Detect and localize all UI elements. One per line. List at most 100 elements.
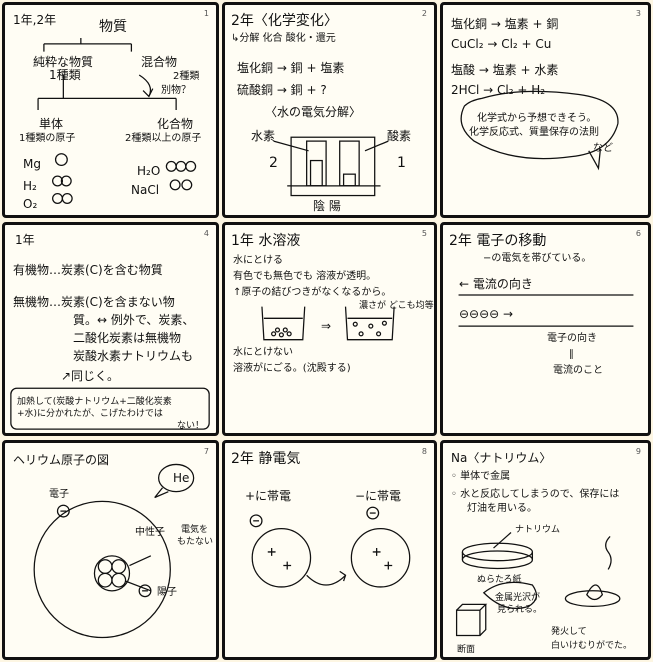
example-nacl: NaCl [131, 183, 160, 197]
hydrogen-label: 水素 [251, 129, 276, 143]
classification-tree [37, 38, 197, 204]
pure-substance-label: 純粋な物質 [33, 55, 94, 69]
note-line-1: 加熱して(炭酸ナトリウム+二酸化炭素 [17, 397, 172, 407]
pure-substance-sub: 1種類 [49, 68, 81, 82]
helium-atom-diagram [33, 463, 195, 639]
mixture-note-2: 別物？ [161, 85, 191, 96]
panel-number: 4 [203, 229, 209, 238]
bubble-line-1: 化学式から予想できそう。 [477, 113, 597, 124]
equation-1-words: 塩化銅 → 塩素 + 銅 [451, 17, 559, 31]
panel-number: 6 [635, 229, 641, 238]
oxygen-label: 酸素 [387, 129, 412, 143]
example-mg: Mg [23, 157, 41, 171]
positive-charge-label: +に帯電 [245, 489, 292, 503]
insoluble-line: 溶液がにごる。(沈殿する) [233, 363, 351, 374]
cross-section-label: 断面 [457, 645, 476, 655]
panel-number: 2 [421, 9, 427, 18]
equals-mark: ∥ [569, 349, 574, 360]
neutral-note-2: もたない [177, 537, 214, 547]
panel-organic: 4 1年 有機物…炭素(C)を含む物質 無機物…炭素(C)を含まない物 質。↔ … [2, 222, 219, 436]
panel-title: 1年 水溶液 [231, 233, 301, 249]
panel-static-electricity: 8 2年 静電気 +に帯電 −に帯電 [222, 440, 437, 660]
beaker-arrow: ⇒ [321, 319, 332, 333]
inorganic-line-4: 炭酸水素ナトリウムも [73, 349, 194, 363]
panel-title: 2年 電子の移動 [449, 233, 547, 249]
electron-row: ⊖⊖⊖⊖ → [459, 307, 514, 321]
electron-charge: −の電気を帯びている。 [483, 253, 592, 264]
ignition-note-2: 白いけむりがでた。 [551, 641, 633, 651]
note-line-3: ない！ [177, 421, 205, 431]
bubble-line-2: 化学反応式、質量保存の法則 [469, 127, 599, 138]
sodium-experiment-drawing [455, 532, 621, 637]
panel-title: 物質 [99, 19, 127, 35]
element-sub: 1種類の原子 [19, 133, 76, 144]
panel-number: 9 [635, 447, 641, 456]
electrolysis-apparatus-drawing [273, 136, 389, 197]
mixture-note-1: 2種類 [173, 71, 200, 82]
electron-label: 電子 [49, 489, 69, 500]
inorganic-line-3: 二酸化炭素は無機物 [73, 331, 182, 345]
panel-number: 7 [203, 447, 209, 456]
soluble-line-1: 有色でも無色でも 溶液が透明。 [233, 271, 377, 282]
reaction-types: ↳分解 化合 酸化・還元 [231, 33, 336, 44]
element-label: 単体 [39, 117, 64, 131]
panel-title: 2年〈化学変化〉 [231, 13, 338, 29]
note-line-2: +水)に分かれたが、こげたわけでは [17, 409, 163, 419]
inorganic-definition: 無機物…炭素(C)を含まない物 [13, 295, 175, 309]
speech-bubble [460, 90, 619, 171]
panel-title: Na〈ナトリウム〉 [451, 451, 552, 465]
example-h2o: H₂O [137, 164, 161, 178]
compound-sub: 2種類以上の原子 [125, 133, 202, 144]
equation-2-formula: 2HCl → Cl₂ + H₂ [451, 83, 546, 97]
inorganic-line-5: ↗同じく。 [61, 369, 120, 383]
negative-charge-label: −に帯電 [355, 489, 402, 503]
electron-direction: 電子の向き [547, 333, 597, 344]
insoluble-heading: 水にとけない [233, 347, 293, 358]
equation-2-words: 塩酸 → 塩素 + 水素 [451, 63, 559, 77]
panel-number: 1 [203, 9, 209, 18]
concentration-note: 濃さが どこも均等 [359, 301, 434, 311]
luster-note-2: 見られる。 [497, 605, 543, 615]
example-o2: O₂ [23, 197, 38, 211]
bubble-line-3: など [593, 143, 613, 154]
hydrogen-ratio: 2 [269, 155, 278, 171]
wire-lines [458, 294, 634, 327]
panel-header: 1年,2年 [13, 13, 57, 27]
panel-aqueous-solution: 5 1年 水溶液 水にとける 有色でも無色でも 溶液が透明。 ↑原子の結びつきが… [222, 222, 437, 436]
panel-electron-movement: 6 2年 電子の移動 −の電気を帯びている。 ← 電流の向き ⊖⊖⊖⊖ → 電子… [440, 222, 651, 436]
organic-definition: 有機物…炭素(C)を含む物質 [13, 263, 163, 277]
mixture-label: 混合物 [141, 55, 178, 69]
filter-paper-label: ぬらたろ紙 [477, 575, 522, 585]
helium-symbol: He [173, 471, 190, 485]
sodium-fact-2: ◦ 水と反応してしまうので、保存には [451, 489, 620, 500]
sodium-fact-1: ◦ 単体で金属 [451, 471, 511, 482]
inorganic-line-2: 質。↔ 例外で、炭素、 [73, 313, 195, 327]
equation-1-formula: CuCl₂ → Cl₂ + Cu [451, 37, 552, 51]
example-h2: H₂ [23, 179, 37, 193]
panel-number: 8 [421, 447, 427, 456]
luster-note-1: 金属光沢が [495, 593, 541, 603]
note-box [10, 387, 210, 430]
electrolysis-subtitle: 〈水の電気分解〉 [265, 105, 362, 119]
panel-chemical-change: 2 2年〈化学変化〉 ↳分解 化合 酸化・還元 塩化銅 → 銅 + 塩素 硫酸銅… [222, 2, 437, 218]
sodium-label: ナトリウム [515, 525, 561, 535]
equation-copper-sulfate: 硫酸銅 → 銅 + ? [237, 83, 327, 97]
panel-number: 5 [421, 229, 427, 238]
oxygen-ratio: 1 [397, 155, 406, 171]
equation-copper-chloride: 塩化銅 → 銅 + 塩素 [237, 61, 345, 75]
neutral-note-1: 電気を [181, 525, 209, 535]
panel-number: 3 [635, 9, 641, 18]
panel-equations: 3 塩化銅 → 塩素 + 銅 CuCl₂ → Cl₂ + Cu 塩酸 → 塩素 … [440, 2, 651, 218]
sodium-fact-3: 灯油を用いる。 [467, 503, 537, 514]
beaker-drawings [261, 306, 395, 341]
panel-helium-atom: 7 ヘリウム原子の図 He 電子 中性子 電気を もたない 陽子 [2, 440, 219, 660]
panel-title: 1年 [15, 233, 35, 247]
panel-sodium: 9 Na〈ナトリウム〉 ◦ 単体で金属 ◦ 水と反応してしまうので、保存には 灯… [440, 440, 651, 660]
electrode-labels: 陰 陽 [313, 199, 341, 213]
neutron-label: 中性子 [135, 527, 165, 538]
ignition-note-1: 発火して [551, 627, 587, 637]
current-direction: ← 電流の向き [459, 277, 533, 291]
panel-title: ヘリウム原子の図 [13, 453, 110, 467]
panel-title: 2年 静電気 [231, 451, 301, 467]
